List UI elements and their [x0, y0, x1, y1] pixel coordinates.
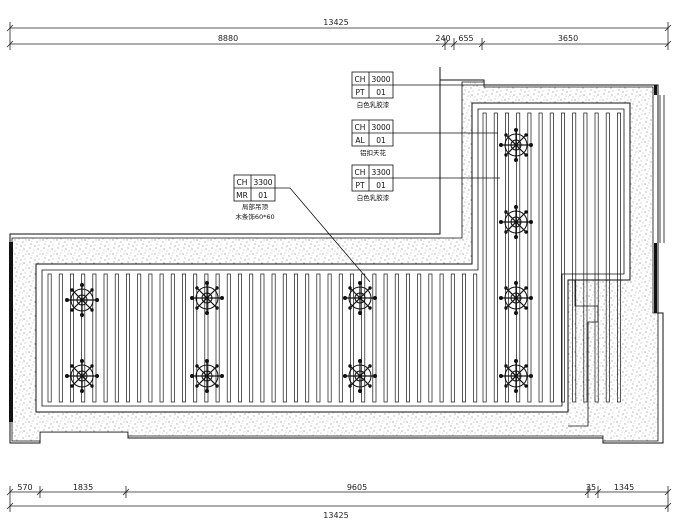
top-dimension-8880: 8880 — [218, 34, 238, 43]
bottom-dimension-9605: 9605 — [347, 483, 367, 492]
wood-strip — [572, 112, 577, 403]
tag-value: 01 — [258, 191, 268, 200]
top-dimension-line — [6, 22, 672, 50]
tag-mr01-ch3300: CH 3300 MR 01 局部吊顶 木条饰60*60 — [233, 174, 371, 283]
tag-code: MR — [236, 191, 248, 200]
tag-code: CH — [237, 178, 248, 187]
tag-note: 铝扣天花 — [360, 148, 387, 157]
wood-strip — [394, 273, 399, 403]
bottom-dimension-35: 35 — [586, 483, 596, 492]
wood-strip — [538, 112, 543, 403]
wood-strip — [103, 273, 108, 403]
wood-strip — [372, 273, 377, 403]
tag-code: CH — [355, 168, 366, 177]
wood-strip — [516, 112, 521, 403]
wood-strip — [350, 273, 354, 403]
tag-pt01-ch3000: CH 3000 PT 01 白色乳胶漆 — [351, 71, 565, 109]
wood-strip — [417, 273, 422, 403]
wood-strip — [271, 273, 276, 403]
top-total-dimension: 13425 — [323, 18, 348, 27]
tag-code: PT — [355, 88, 365, 97]
wood-strip — [583, 112, 588, 403]
tag-value: 3300 — [371, 168, 390, 177]
wood-strip-ceiling — [47, 112, 621, 403]
wood-strip — [383, 273, 388, 403]
ceiling-step-band — [35, 102, 631, 413]
tag-value: 3000 — [371, 123, 390, 132]
bottom-dimension-1835: 1835 — [73, 483, 93, 492]
tag-value: 3000 — [371, 75, 390, 84]
wood-strip — [338, 273, 343, 403]
top-dimension-3650: 3650 — [558, 34, 578, 43]
wood-strip — [561, 112, 565, 403]
wood-strip — [316, 273, 321, 403]
top-dimension-240: 240 — [435, 34, 450, 43]
tag-value: 01 — [376, 88, 386, 97]
tag-note: 白色乳胶漆 — [357, 193, 390, 202]
bottom-dimension-570: 570 — [17, 483, 32, 492]
wood-strip — [81, 273, 86, 403]
tag-code: CH — [355, 75, 366, 84]
wood-strip — [549, 112, 554, 403]
wood-strip — [406, 273, 410, 403]
wood-strip — [58, 273, 63, 403]
wood-strip — [260, 273, 265, 403]
wood-strip — [126, 273, 130, 403]
tag-note: 白色乳胶漆 — [357, 100, 390, 109]
wood-strip — [428, 273, 433, 403]
wood-strip — [226, 273, 231, 403]
wood-strip — [92, 273, 97, 403]
bottom-dimension-1345: 1345 — [614, 483, 634, 492]
wood-strip — [462, 273, 466, 403]
wood-strip — [238, 273, 242, 403]
tag-code: AL — [355, 136, 365, 145]
wood-strip — [439, 273, 444, 403]
wood-strip — [215, 273, 220, 403]
right-wall-upper — [654, 85, 657, 95]
bottom-total-dimension: 13425 — [323, 511, 348, 520]
tag-value: 01 — [376, 136, 386, 145]
wood-strip — [47, 273, 52, 403]
wood-strip — [137, 273, 142, 403]
tag-code: CH — [355, 123, 366, 132]
wood-strip — [617, 112, 621, 403]
wood-strip — [159, 273, 164, 403]
tag-value: 3300 — [253, 178, 272, 187]
left-wall — [9, 242, 13, 422]
wood-strip — [182, 273, 186, 403]
wood-strip — [148, 273, 153, 403]
wood-strip — [70, 273, 74, 403]
wood-strip — [249, 273, 254, 403]
wood-strip — [482, 112, 487, 403]
tag-code: PT — [355, 181, 365, 190]
tag-al01-ch3000: CH 3000 AL 01 铝扣天花 — [351, 119, 498, 157]
right-wall-lower — [654, 243, 657, 313]
wood-strip — [594, 112, 599, 403]
wood-strip — [204, 273, 209, 403]
wood-strip — [605, 112, 610, 403]
wood-strip — [473, 273, 478, 403]
top-dimension-655: 655 — [458, 34, 473, 43]
tag-pt01-ch3300: CH 3300 PT 01 白色乳胶漆 — [351, 164, 500, 202]
wood-strip — [505, 112, 509, 403]
wood-strip — [294, 273, 298, 403]
wood-strip — [282, 273, 287, 403]
tag-note: 木条饰60*60 — [235, 212, 274, 221]
wood-strip — [170, 273, 175, 403]
wood-strip — [114, 273, 119, 403]
wood-strip — [450, 273, 455, 403]
wood-strip — [493, 112, 498, 403]
wood-strip — [527, 112, 532, 403]
wood-strip — [327, 273, 332, 403]
tag-note: 局部吊顶 — [242, 202, 269, 211]
wood-strip — [193, 273, 198, 403]
tag-value: 01 — [376, 181, 386, 190]
bottom-dimension-line — [6, 486, 672, 512]
wood-strip — [305, 273, 310, 403]
